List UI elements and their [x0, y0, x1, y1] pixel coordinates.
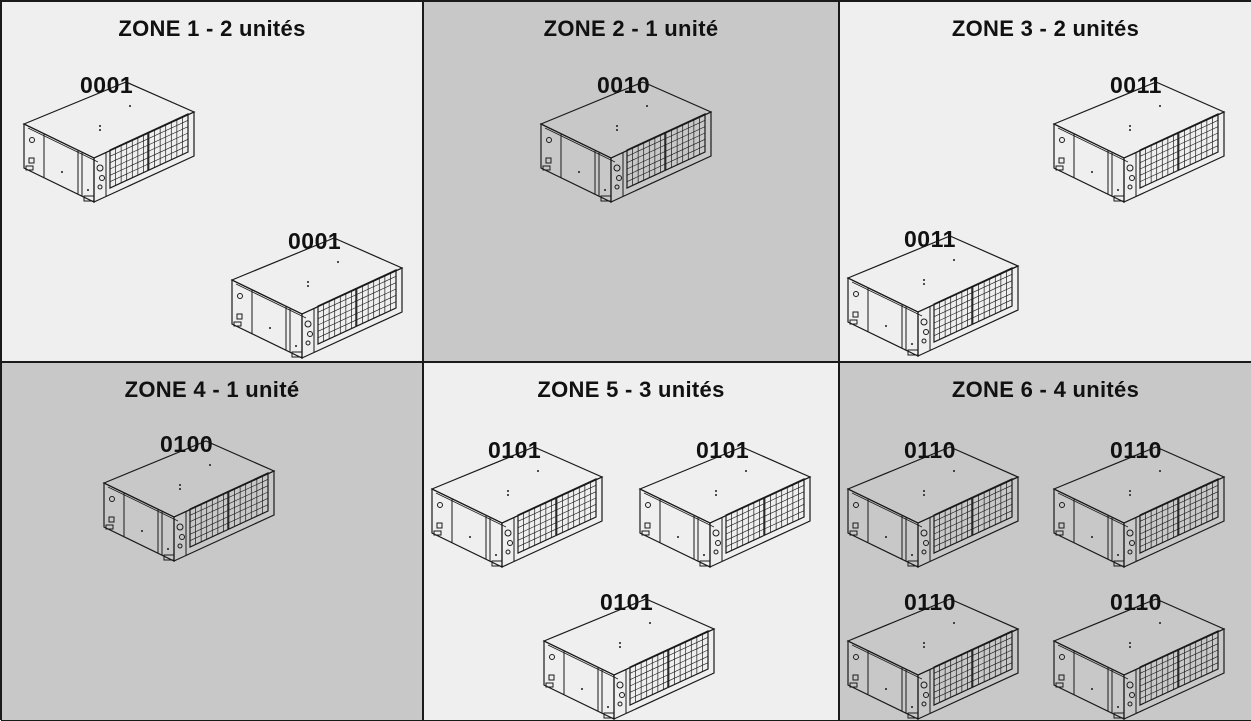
hvac-unit-icon	[1052, 81, 1226, 203]
zone-title: ZONE 1 - 2 unités	[118, 16, 306, 41]
hvac-unit-icon	[539, 81, 713, 203]
zone-title: ZONE 6 - 4 unités	[951, 377, 1140, 402]
unit-code: 0011	[1110, 72, 1162, 98]
zone-1: ZONE 1 - 2 unités 0001 0001	[1, 1, 423, 362]
hvac-unit: 0101	[430, 437, 610, 568]
zone-4: ZONE 4 - 1 unité 0100	[1, 362, 423, 721]
unit-code: 0001	[80, 72, 134, 98]
hvac-unit: 0001	[22, 72, 202, 203]
zone-2: ZONE 2 - 1 unité 0010	[423, 1, 839, 362]
unit-code: 0101	[696, 437, 750, 463]
unit-code: 0110	[904, 589, 956, 615]
zone-3: ZONE 3 - 2 unités 0011 0011	[839, 1, 1251, 362]
hvac-unit-icon	[1052, 598, 1226, 720]
hvac-unit-icon	[542, 598, 716, 720]
zone-5: ZONE 5 - 3 unités 0101 0101 0101	[423, 362, 839, 721]
hvac-unit: 0110	[846, 437, 1026, 568]
unit-code: 0010	[597, 72, 651, 98]
zone-title: ZONE 3 - 2 unités	[951, 16, 1140, 41]
hvac-unit-icon	[638, 446, 812, 568]
hvac-unit: 0100	[102, 431, 282, 562]
hvac-unit-icon	[102, 440, 276, 562]
hvac-unit: 0010	[539, 72, 719, 203]
unit-code: 0100	[160, 431, 214, 457]
hvac-unit: 0110	[1052, 589, 1232, 720]
unit-code: 0101	[600, 589, 654, 615]
hvac-unit: 0011	[1052, 72, 1232, 203]
hvac-unit-icon	[1052, 446, 1226, 568]
hvac-unit-icon	[22, 81, 196, 203]
hvac-unit-icon	[846, 446, 1020, 568]
hvac-unit: 0001	[230, 228, 410, 359]
hvac-unit: 0011	[846, 226, 1026, 357]
hvac-unit: 0101	[542, 589, 722, 720]
zone-title: ZONE 4 - 1 unité	[124, 377, 300, 402]
unit-code: 0001	[288, 228, 342, 254]
unit-code: 0101	[488, 437, 542, 463]
zone-6: ZONE 6 - 4 unités 0110 0110 0110 0110	[839, 362, 1251, 721]
unit-code: 0110	[1110, 437, 1162, 463]
hvac-unit: 0110	[846, 589, 1026, 720]
unit-code: 0110	[1110, 589, 1162, 615]
zone-title: ZONE 5 - 3 unités	[537, 377, 725, 402]
zone-title: ZONE 2 - 1 unité	[543, 16, 719, 41]
hvac-unit-icon	[230, 237, 404, 359]
unit-code: 0011	[904, 226, 956, 252]
hvac-unit: 0101	[638, 437, 818, 568]
hvac-unit: 0110	[1052, 437, 1232, 568]
hvac-unit-icon	[846, 598, 1020, 720]
hvac-unit-icon	[846, 235, 1020, 357]
unit-code: 0110	[904, 437, 956, 463]
hvac-unit-icon	[430, 446, 604, 568]
